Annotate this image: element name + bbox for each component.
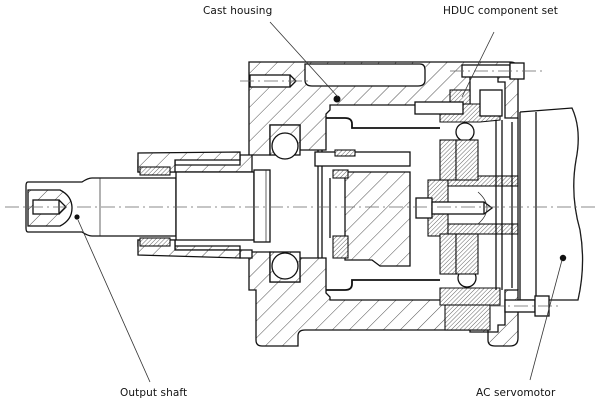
leader-ac-servomotor <box>529 259 563 381</box>
label-output-shaft: Output shaft <box>120 387 188 399</box>
leader-hduc-component-set <box>461 31 495 98</box>
label-hduc-component-set: HDUC component set <box>443 5 558 17</box>
ac-servomotor-body <box>519 107 584 301</box>
output-shaft-marker-dot <box>74 214 80 220</box>
label-ac-servomotor: AC servomotor <box>476 387 556 399</box>
main-bearing-lower <box>269 251 301 283</box>
main-bearing-upper <box>269 124 301 160</box>
servomotor-marker-dot <box>559 254 567 262</box>
hduc-component-set <box>415 89 519 331</box>
leader-output-shaft <box>77 219 151 383</box>
flexspline-cup <box>314 117 440 291</box>
cast-housing-marker-dot <box>333 95 341 103</box>
leader-cast-housing <box>269 21 339 98</box>
output-shaft <box>25 166 271 247</box>
label-cast-housing: Cast housing <box>203 5 273 17</box>
